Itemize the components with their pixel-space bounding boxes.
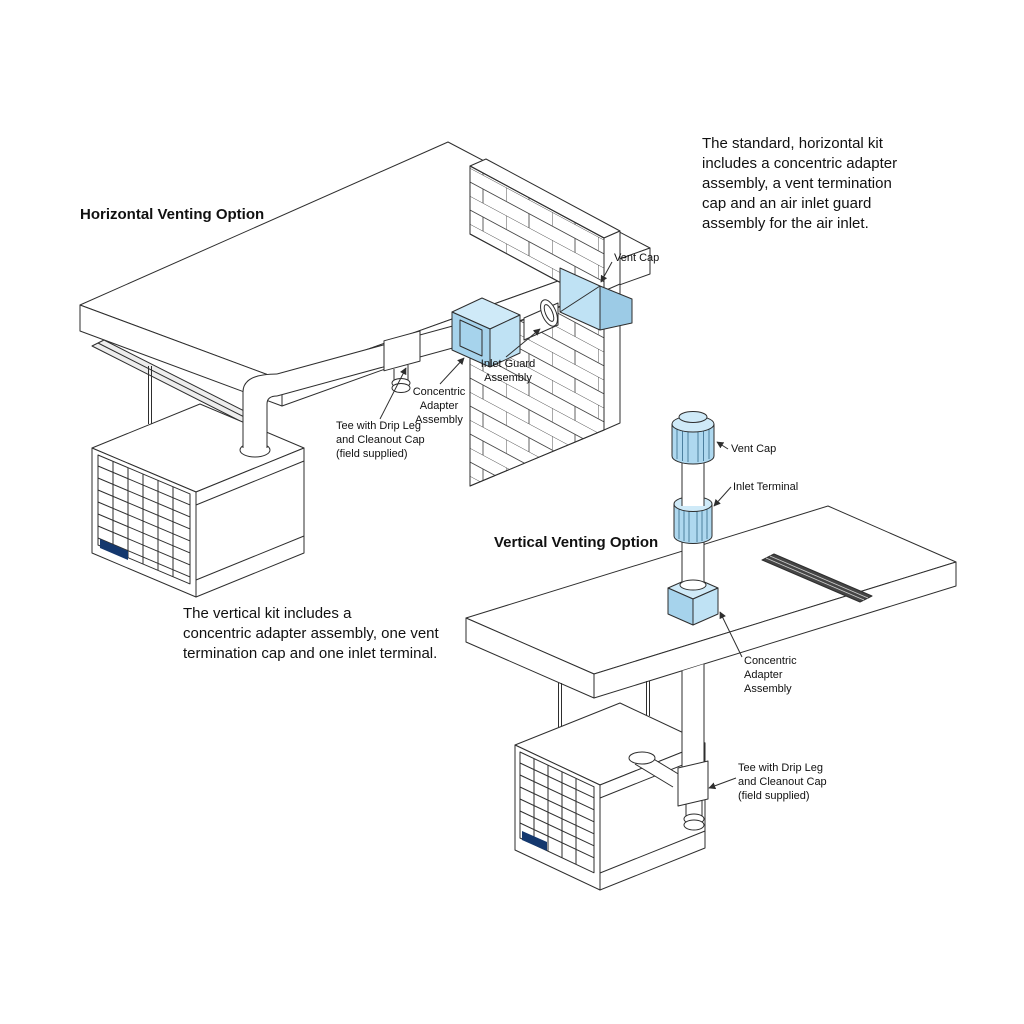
hanger-rods-vertical	[558, 681, 650, 727]
horizontal-scene	[79, 141, 651, 598]
vent-pipe-vertical	[628, 664, 709, 831]
horizontal-description: The standard, horizontal kit includes a …	[702, 135, 898, 233]
leader-lines-horizontal	[379, 261, 613, 420]
wall-thimble	[523, 299, 559, 341]
label-tee-vertical: Tee with Drip Leg and Cleanout Cap (fiel…	[738, 762, 827, 802]
brick-wall	[469, 158, 621, 487]
roof-channel	[761, 553, 873, 603]
label-concentric-adapter-horizontal: Concentric Adapter Assembly	[412, 386, 466, 426]
drip-tee-vertical	[677, 760, 709, 831]
brand-logo	[100, 539, 128, 560]
vertical-section-title: Vertical Venting Option	[494, 534, 659, 551]
label-inlet-guard: Inlet Guard Assembly	[480, 358, 536, 384]
unit-heater-vertical	[514, 702, 706, 891]
rooftop-stack	[667, 411, 719, 626]
leader-lines-vertical	[708, 441, 743, 790]
horizontal-section-title: Horizontal Venting Option	[80, 206, 265, 223]
unit-heater-horizontal	[91, 403, 305, 598]
brand-logo	[522, 831, 547, 851]
concentric-adapter-horizontal	[451, 297, 521, 368]
vertical-scene	[465, 411, 957, 891]
vent-cap-vertical	[671, 411, 715, 465]
drip-tee-horizontal	[383, 330, 421, 393]
vertical-description: The vertical kit includes a concentric a…	[183, 605, 439, 663]
label-inlet-terminal: Inlet Terminal	[733, 481, 799, 493]
label-tee-horizontal: Tee with Drip Leg and Cleanout Cap (fiel…	[336, 420, 425, 460]
vent-cap-horizontal	[559, 267, 633, 331]
label-vent-cap-horizontal: Vent Cap	[614, 252, 660, 264]
label-concentric-adapter-vertical: Concentric Adapter Assembly	[744, 655, 797, 695]
label-vent-cap-vertical: Vent Cap	[731, 443, 777, 455]
